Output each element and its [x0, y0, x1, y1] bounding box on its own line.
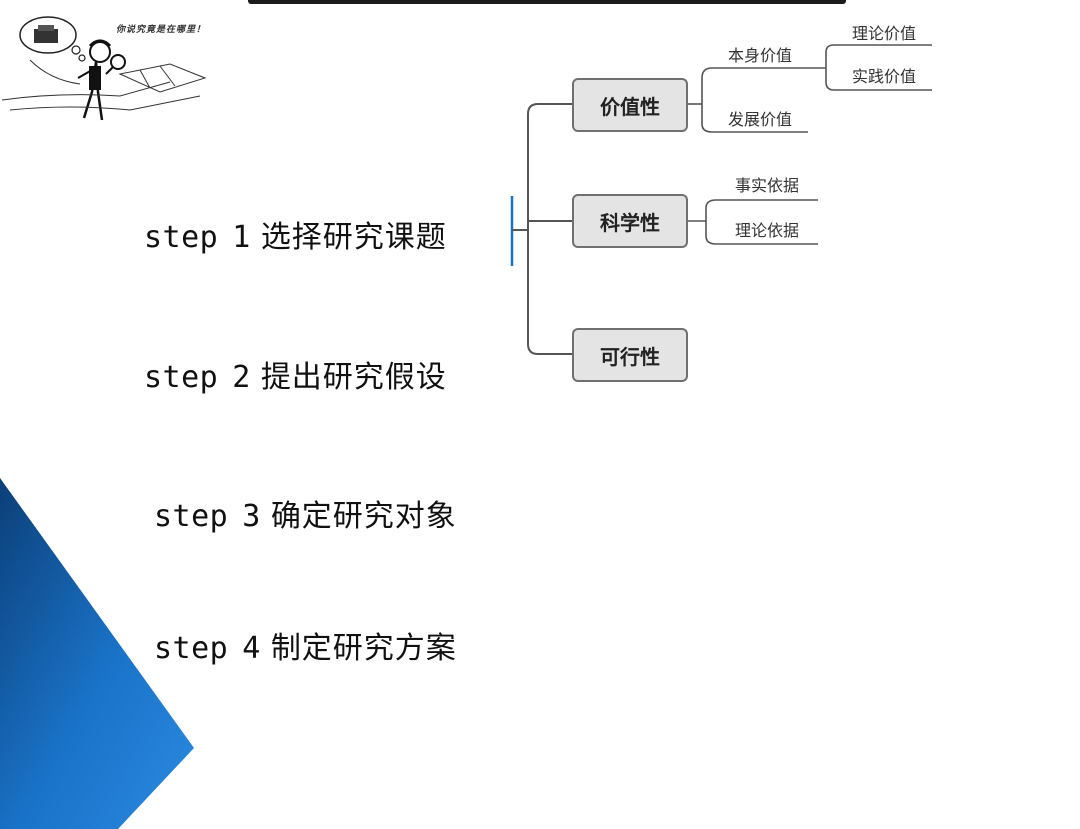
step-number: 4 [242, 631, 261, 666]
step-2: step 2 提出研究假设 [144, 352, 447, 396]
step-title: 确定研究对象 [270, 499, 457, 534]
step-word: step [144, 360, 219, 395]
leaf-theory-value: 理论价值 [852, 24, 917, 43]
step-number: 3 [242, 499, 261, 534]
cartoon-caption: 你说究竟是在哪里！ [116, 25, 207, 35]
leaf-practice-value: 实践价值 [852, 67, 917, 86]
step-word: step [154, 631, 229, 666]
trunk-to-value [527, 103, 572, 230]
step-number: 2 [232, 360, 251, 395]
step-title: 选择研究课题 [260, 220, 447, 255]
value-to-intrinsic [701, 67, 808, 104]
leaf-development-value: 发展价值 [728, 110, 793, 129]
step-word: step [144, 220, 219, 255]
step-title: 提出研究假设 [260, 360, 447, 395]
step-1: step 1 选择研究课题 [144, 212, 447, 256]
cartoon-illustration [1, 16, 207, 121]
step-title: 制定研究方案 [270, 631, 457, 666]
top-bar [248, 0, 846, 4]
leaf-intrinsic-value: 本身价值 [728, 46, 793, 65]
step-4: step 4 制定研究方案 [154, 623, 457, 667]
leaf-fact-basis: 事实依据 [735, 176, 800, 195]
step-number: 1 [232, 220, 251, 255]
step-3: step 3 确定研究对象 [154, 491, 457, 535]
node-science: 科学性 [572, 194, 688, 248]
node-feasible: 可行性 [572, 328, 688, 382]
step-word: step [154, 499, 229, 534]
trunk-to-feasible [527, 230, 572, 355]
leaf-theory-basis: 理论依据 [735, 221, 800, 240]
node-value: 价值性 [572, 78, 688, 132]
